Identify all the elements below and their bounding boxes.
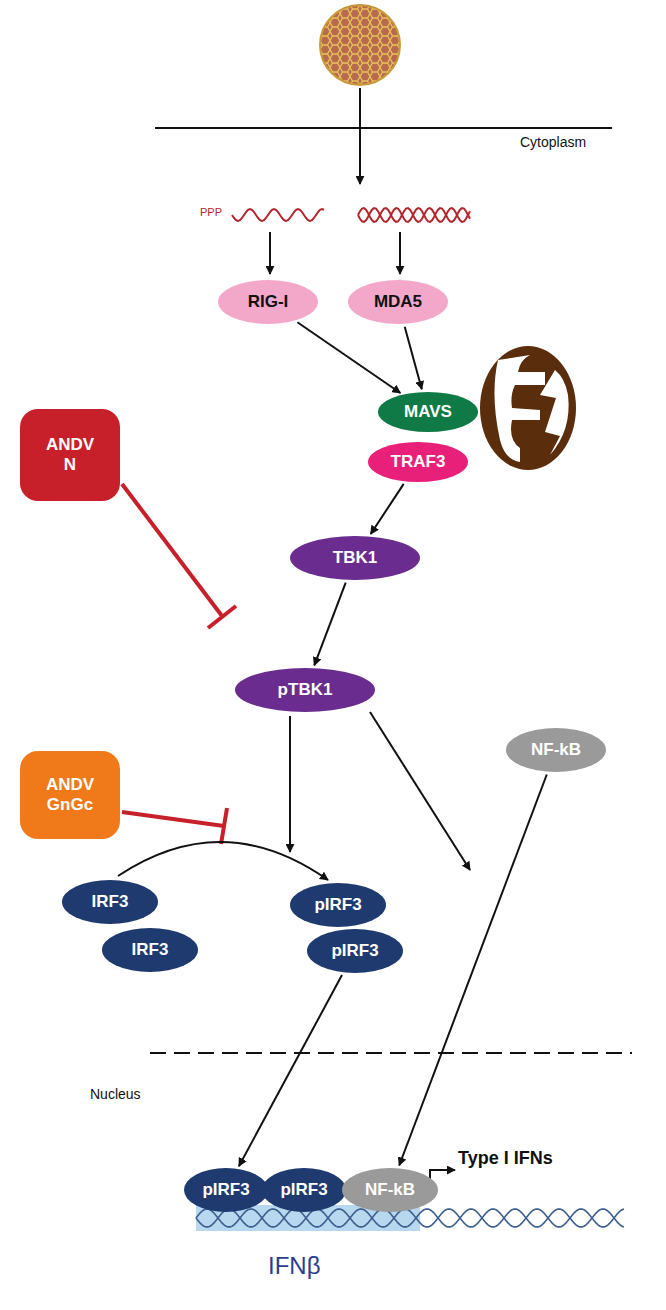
- protein-ellipse: IRF3: [62, 880, 158, 924]
- node-label: NF-kB: [531, 740, 581, 760]
- node-label: pIRF3: [202, 1180, 249, 1200]
- viral-rna: [232, 208, 470, 222]
- node-label: pIRF3: [331, 941, 378, 961]
- protein-ellipse: NF-kB: [506, 728, 606, 772]
- node-label: TRAF3: [391, 452, 446, 472]
- protein-ellipse: pIRF3: [290, 883, 386, 927]
- label-text: Nucleus: [90, 1086, 141, 1102]
- node-label: IRF3: [132, 940, 169, 960]
- protein-ellipse: RIG-I: [218, 280, 318, 324]
- node-label: pTBK1: [278, 680, 333, 700]
- signal-arrow: [405, 327, 422, 390]
- plasma-membrane: [155, 127, 612, 129]
- phosphorylation-arrow: [289, 716, 291, 852]
- signal-arrow: [118, 842, 328, 880]
- node-label: MDA5: [374, 292, 422, 312]
- dna-helix: [196, 1209, 624, 1227]
- node-label: MAVS: [404, 402, 452, 422]
- node-label: pIRF3: [314, 895, 361, 915]
- label-text: Type I IFNs: [458, 1148, 553, 1169]
- protein-ellipse: IRF3: [102, 928, 198, 972]
- signal-arrow: [399, 775, 547, 1166]
- nuclear-envelope: [150, 1052, 632, 1054]
- strand: [358, 208, 470, 222]
- gene-name: IFNβ: [268, 1252, 320, 1280]
- protein-ellipse: TRAF3: [368, 442, 468, 482]
- signal-arrow: [239, 975, 342, 1166]
- protein-ellipse: MAVS: [378, 392, 478, 432]
- strand: [196, 1209, 624, 1227]
- signal-arrow: [297, 322, 400, 393]
- viral-protein-box: ANDV N: [20, 409, 120, 501]
- dsrna-arrow: [399, 232, 401, 274]
- activation-arrow: [370, 712, 470, 870]
- signal-arrow: [371, 484, 404, 534]
- node-label: IRF3: [92, 892, 129, 912]
- viral-protein-box: ANDV GnGc: [20, 751, 120, 839]
- protein-ellipse: TBK1: [290, 536, 420, 580]
- protein-ellipse: MDA5: [348, 280, 448, 324]
- node-label: TBK1: [333, 548, 377, 568]
- inhibition-bar: [122, 484, 236, 844]
- mitochondrion: [480, 346, 576, 470]
- protein-ellipse: pTBK1: [235, 668, 375, 712]
- protein-ellipse: pIRF3: [262, 1168, 346, 1212]
- label-text: Cytoplasm: [520, 134, 586, 150]
- protein-ellipse: NF-kB: [342, 1168, 438, 1212]
- node-label: ANDV GnGc: [39, 775, 101, 814]
- signal-arrow: [314, 583, 345, 666]
- strand: [232, 209, 324, 221]
- node-label: pIRF3: [280, 1180, 327, 1200]
- strand: [358, 208, 470, 222]
- protein-ellipse: pIRF3: [184, 1168, 268, 1212]
- node-label: ANDV N: [40, 435, 100, 474]
- virus-particle: [320, 5, 400, 85]
- ssrna-arrow: [269, 232, 271, 274]
- node-label: RIG-I: [248, 292, 289, 312]
- strand: [196, 1209, 624, 1227]
- protein-ellipse: pIRF3: [307, 929, 403, 973]
- label-text: PPP: [200, 206, 222, 218]
- entry-arrow: [359, 88, 361, 184]
- node-label: NF-kB: [365, 1180, 415, 1200]
